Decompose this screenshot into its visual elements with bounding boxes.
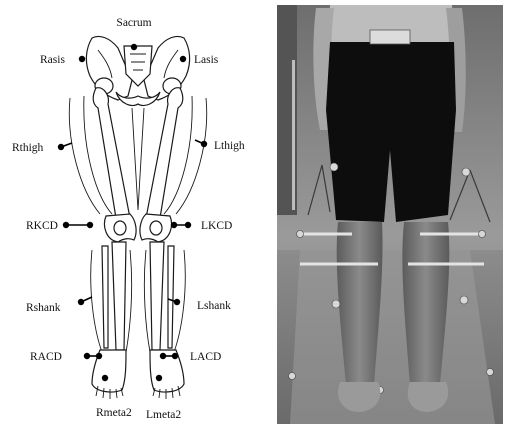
marker-rasis: Rasis <box>40 54 85 66</box>
participant-photo <box>277 5 503 424</box>
marker-lkcd-dot-outer <box>185 222 191 228</box>
lower-legs <box>91 242 186 352</box>
label-rthigh: Rthigh <box>12 142 44 154</box>
marker-rmeta2-dot <box>102 375 108 381</box>
door-frame-highlight <box>292 60 295 210</box>
marker-rthigh: Rthigh <box>12 142 72 154</box>
left-lower-leg <box>402 222 449 384</box>
marker-lasis-dot <box>180 56 186 62</box>
marker-rshank: Rshank <box>26 297 92 314</box>
label-lkcd: LKCD <box>201 220 232 232</box>
marker-lkcd: LKCD <box>171 220 233 232</box>
marker-rkcd-dot-outer <box>63 222 69 228</box>
label-lthigh: Lthigh <box>214 140 245 152</box>
marker-racd: RACD <box>30 351 102 363</box>
label-racd: RACD <box>30 351 62 363</box>
marker-lkcd-dot-inner <box>171 222 177 228</box>
marker-lacd-dot-outer <box>172 353 178 359</box>
marker-rkcd-dot-inner <box>87 222 93 228</box>
marker-racd-dot-inner <box>96 353 102 359</box>
marker-rkcd: RKCD <box>26 220 93 232</box>
label-rshank: Rshank <box>26 302 61 314</box>
label-lmeta2: Lmeta2 <box>146 409 181 421</box>
marker-racd-dot-outer <box>84 353 90 359</box>
label-lacd: LACD <box>190 351 221 363</box>
sacral-wand <box>370 30 410 44</box>
marker-rthigh-dot <box>58 144 64 150</box>
skeleton-diagram: Sacrum Rasis Lasis Rthigh Lthigh RKCD <box>12 17 245 421</box>
label-rmeta2: Rmeta2 <box>96 407 132 419</box>
marker-rshank-dot <box>78 299 84 305</box>
knees <box>105 214 172 242</box>
marker-lmeta2-dot <box>156 375 162 381</box>
feet <box>92 350 184 399</box>
label-rkcd: RKCD <box>26 220 58 232</box>
marker-sacrum: Sacrum <box>116 17 151 50</box>
marker-lacd-dot-inner <box>160 353 166 359</box>
label-lshank: Lshank <box>197 300 231 312</box>
marker-lthigh-dot <box>201 141 207 147</box>
femurs <box>69 88 206 218</box>
label-sacrum: Sacrum <box>116 17 151 29</box>
label-lasis: Lasis <box>194 54 219 66</box>
marker-lshank: Lshank <box>168 299 231 312</box>
marker-lshank-dot <box>174 299 180 305</box>
marker-rasis-dot <box>79 56 85 62</box>
walkway-mat <box>290 250 495 424</box>
label-rasis: Rasis <box>40 54 65 66</box>
marker-sacrum-dot <box>131 44 137 50</box>
